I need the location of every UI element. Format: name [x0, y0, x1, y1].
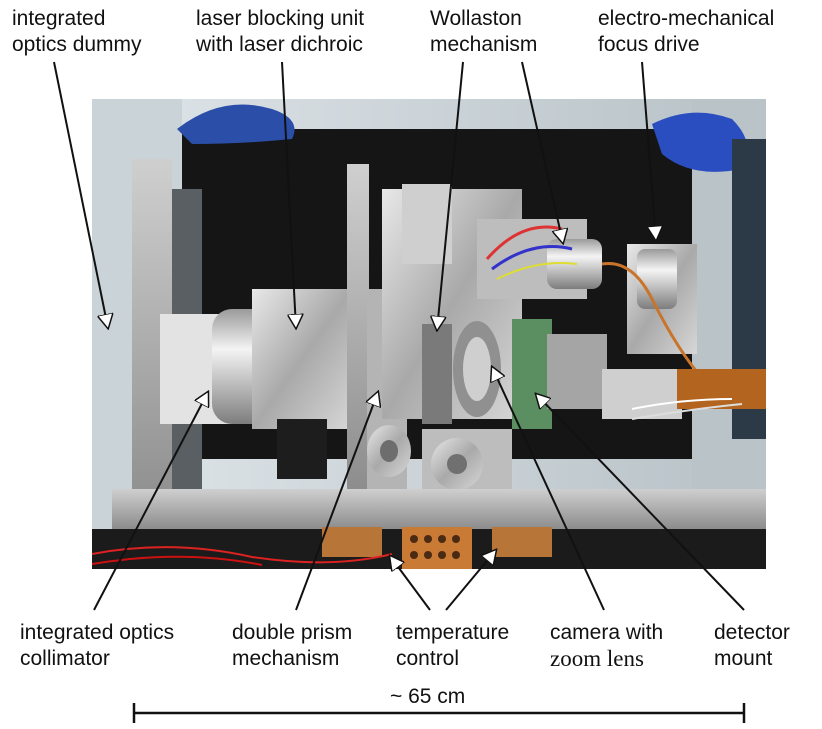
instrument-photo	[92, 99, 766, 569]
label-line: mechanism	[232, 647, 340, 670]
label-line: control	[396, 647, 460, 670]
label-line: camera with	[550, 621, 664, 644]
label-detector-mount: detector mount	[714, 620, 790, 672]
label-line: Wollaston	[430, 7, 522, 30]
label-line: electro-mechanical	[598, 7, 775, 30]
label-focus-drive: electro-mechanical focus drive	[598, 6, 774, 58]
label-line: collimator	[20, 647, 110, 670]
label-double-prism-mechanism: double prism mechanism	[232, 620, 352, 672]
label-line: integrated optics	[20, 621, 175, 644]
label-integrated-optics-dummy: integrated optics dummy	[12, 6, 142, 58]
label-camera-with-zoom-lens: camera with zoom lens	[550, 620, 663, 672]
label-line: mechanism	[430, 33, 538, 56]
label-line: double prism	[232, 621, 353, 644]
label-wollaston-mechanism: Wollaston mechanism	[430, 6, 537, 58]
label-laser-blocking-unit: laser blocking unit with laser dichroic	[196, 6, 364, 58]
label-temperature-control: temperature control	[396, 620, 509, 672]
label-line: laser blocking unit	[196, 7, 365, 30]
label-line: detector	[714, 621, 790, 644]
label-line: zoom lens	[550, 646, 644, 671]
label-line: temperature	[396, 621, 510, 644]
label-line: optics dummy	[12, 33, 142, 56]
label-line: focus drive	[598, 33, 700, 56]
label-line: with laser dichroic	[196, 33, 363, 56]
scale-bar-label: ~ 65 cm	[390, 685, 466, 708]
label-line: integrated	[12, 7, 106, 30]
label-line: mount	[714, 647, 773, 670]
label-integrated-optics-collimator: integrated optics collimator	[20, 620, 174, 672]
